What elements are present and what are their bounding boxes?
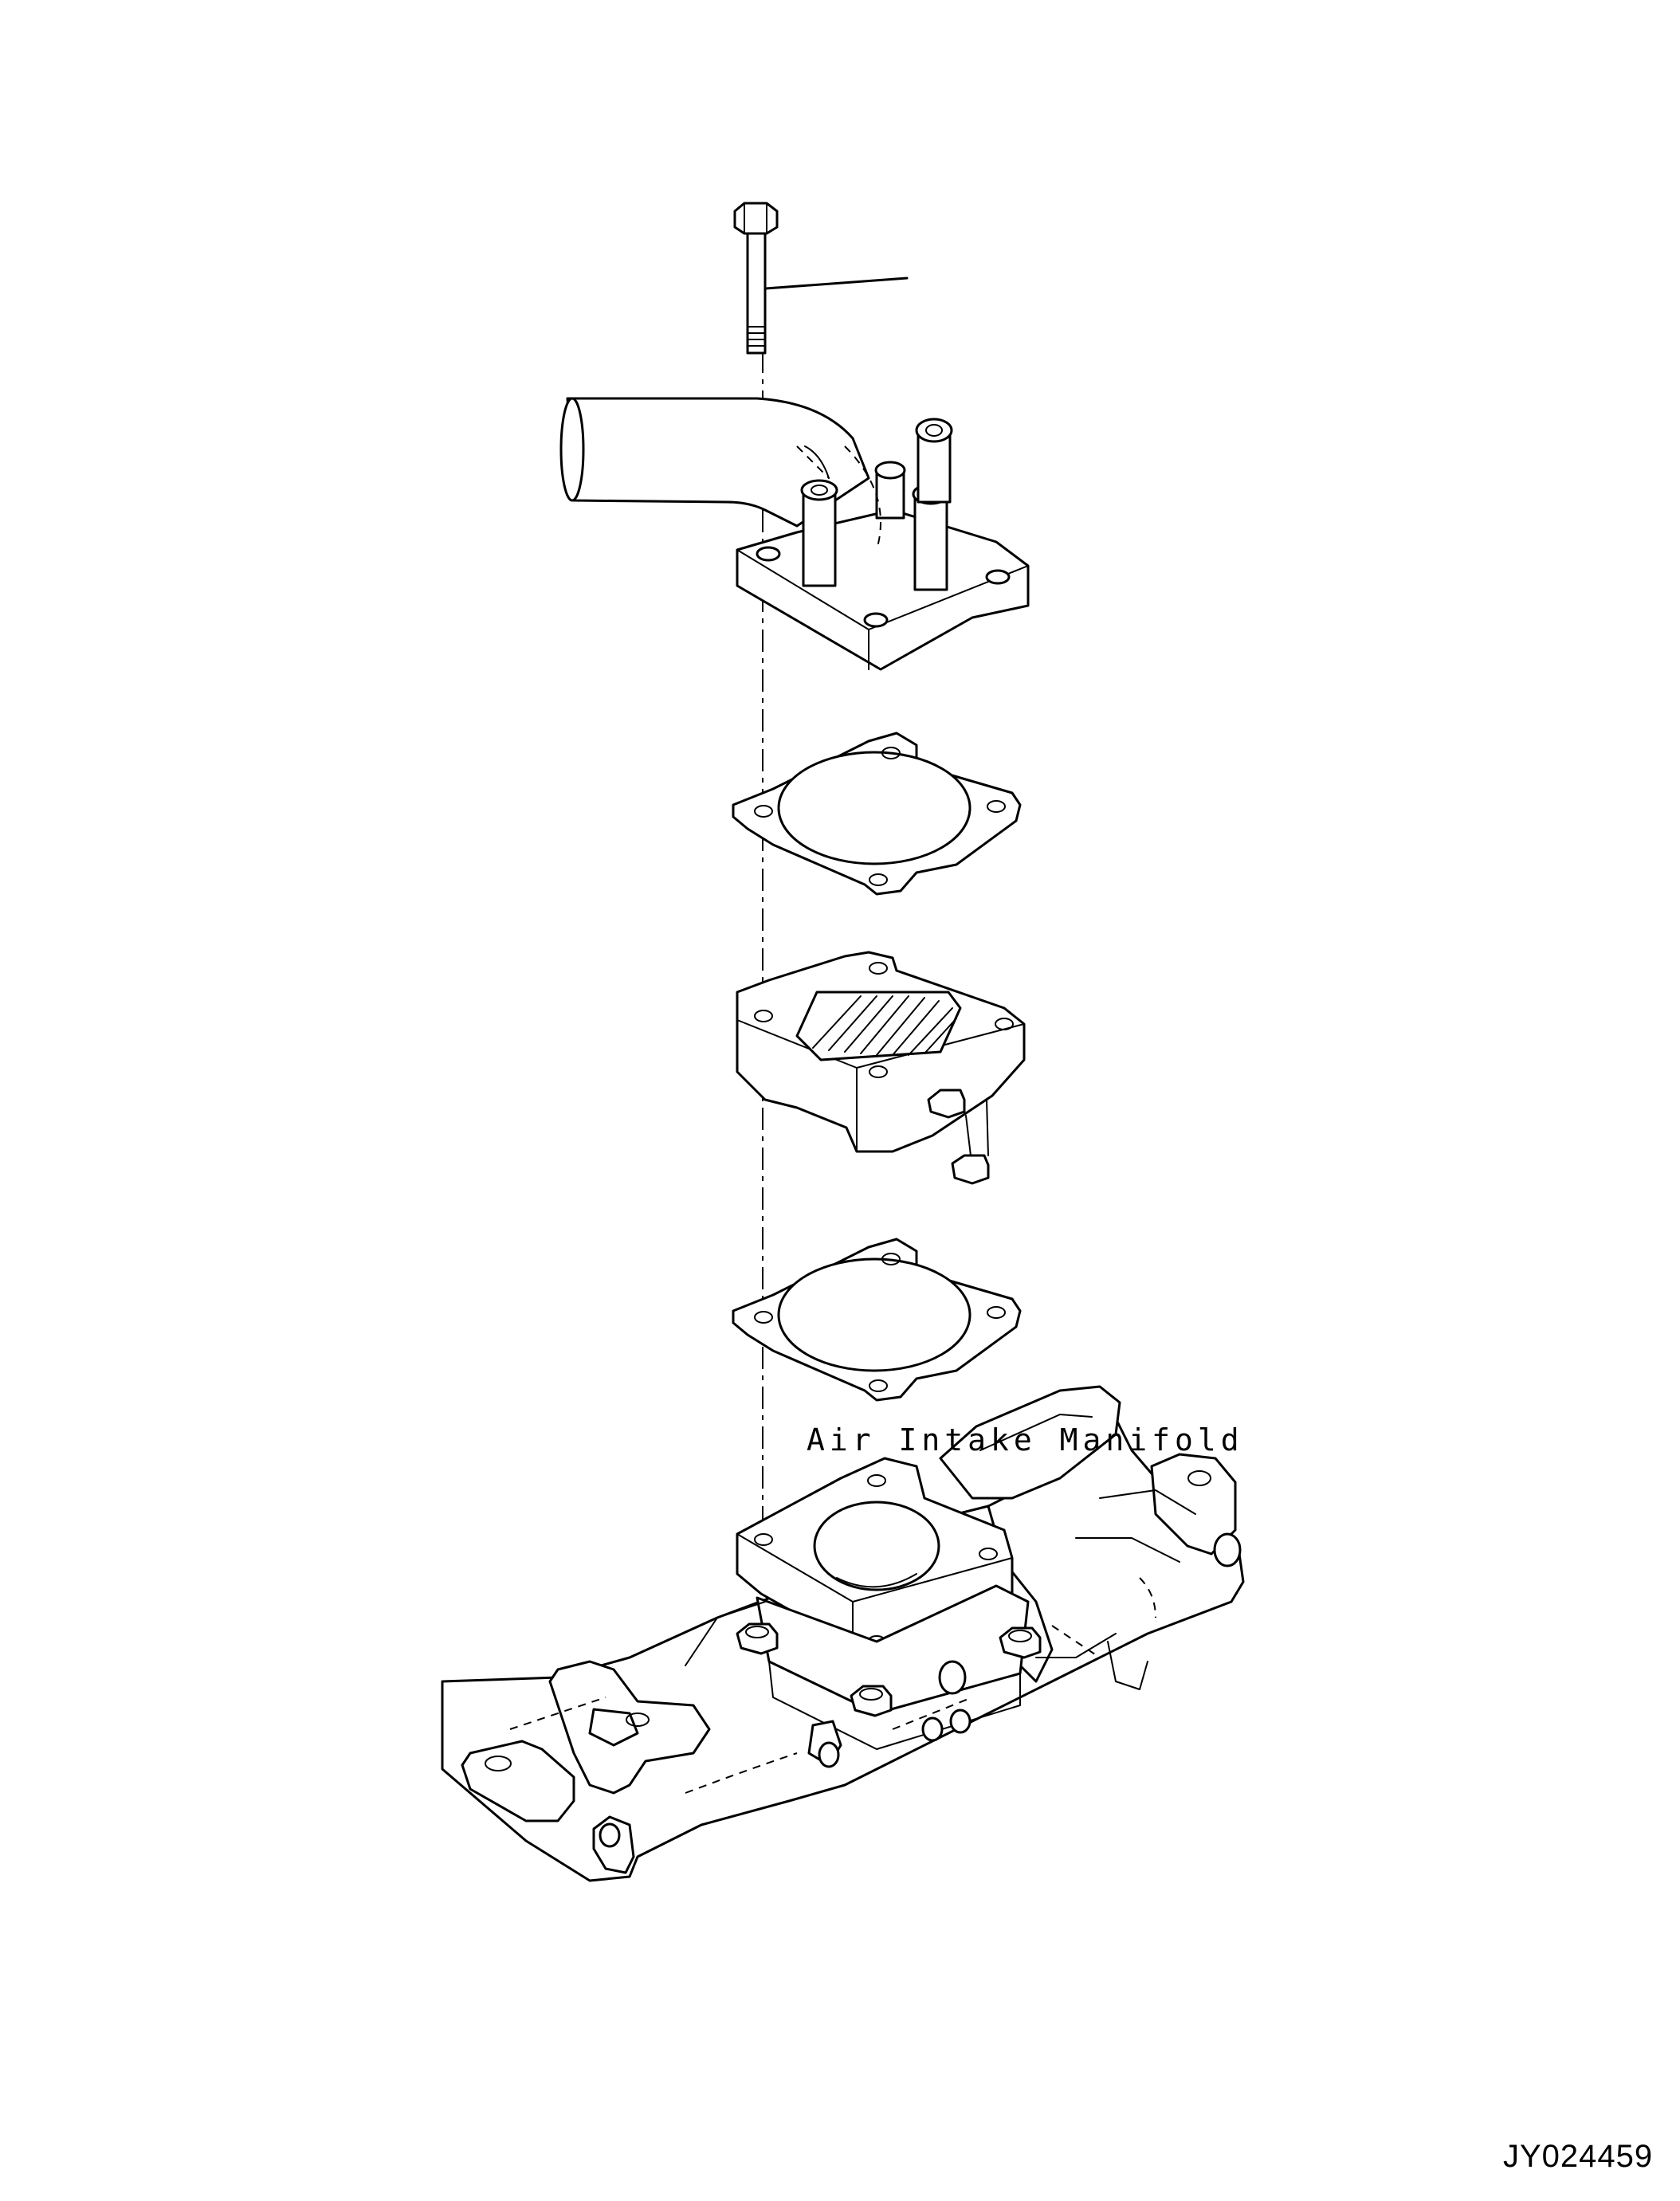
lower-gasket (732, 1238, 1022, 1402)
manifold-bolt (850, 1685, 893, 1717)
bolt (733, 202, 779, 355)
manifold-label: Air Intake Manifold (807, 1422, 1244, 1458)
air-intake-manifold (441, 1385, 1245, 1882)
elbow-connector (559, 397, 1030, 671)
drawing-id: JY024459 (1503, 2139, 1654, 2174)
manifold-bolt (736, 1622, 779, 1655)
upper-gasket (732, 732, 1022, 896)
manifold-bolt (999, 1626, 1042, 1659)
intake-heater (736, 951, 1026, 1185)
callout-leader-line (764, 277, 909, 290)
